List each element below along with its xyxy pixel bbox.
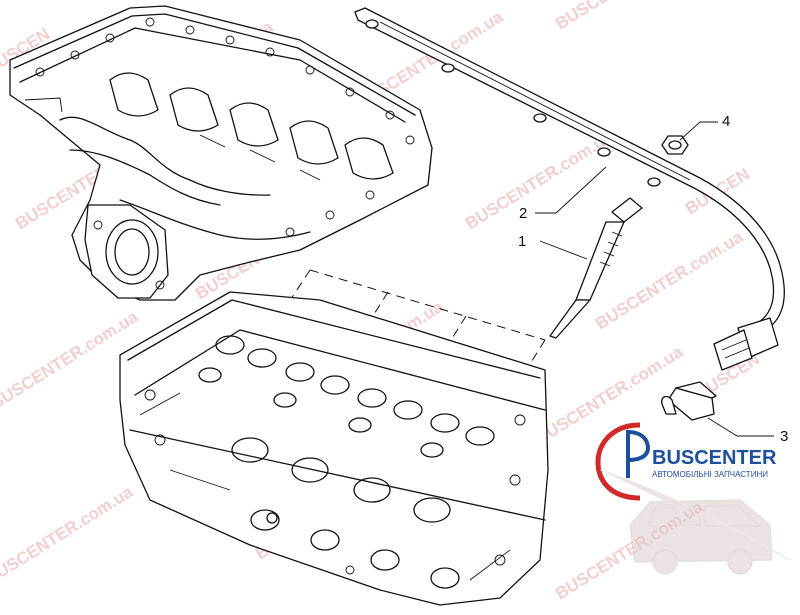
callout-2: 2 [519,205,527,222]
callout-4: 4 [722,113,730,130]
harness-connector [713,317,779,371]
part-1-glow-plug [549,197,643,339]
inlet-duct [84,204,169,299]
watermark-text: BUSCENTER.com.ua [532,342,687,449]
part-2-glow-plug-harness [354,7,785,371]
part-4-nut [661,135,689,155]
camshaft-carrier-drawing [9,5,433,301]
callout-1: 1 [518,233,526,250]
logo-mark [595,422,641,501]
watermark-text: BUSCENTER.com.ua [462,127,617,234]
part-3-control-unit [661,381,717,421]
logo-subtitle: АВТОМОБІЛЬНІ ЗАПЧАСТИНИ [652,470,768,479]
van-illustration [599,469,791,575]
watermark-text: BUSCENTER.com.ua [552,0,707,33]
logo-title: BUSCENTER [652,447,777,469]
watermark-text: BUSCENTER.com.ua [0,482,137,589]
callout-3: 3 [780,428,788,445]
callout-layer: 1 2 3 4 [518,113,788,445]
buscenter-logo: BUSCENTER АВТОМОБІЛЬНІ ЗАПЧАСТИНИ [595,422,791,575]
cylinder-head-drawing [119,291,549,606]
